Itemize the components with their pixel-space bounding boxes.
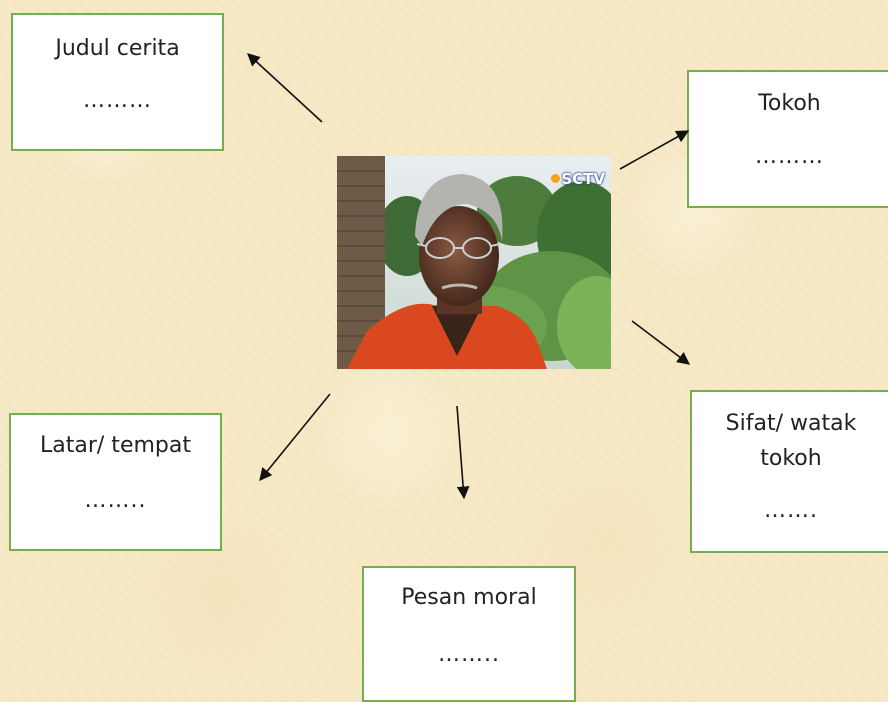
sifat-watak-box: Sifat/ watak tokoh ……. [690, 390, 888, 553]
sifat-watak-label-line2: tokoh [760, 446, 822, 471]
central-photo: SCTV [337, 156, 611, 369]
arrow-to-latar-tempat [259, 393, 331, 481]
tokoh-label: Tokoh [758, 91, 821, 116]
judul-cerita-label: Judul cerita [55, 36, 180, 61]
latar-tempat-blank: …….. [84, 488, 147, 513]
pesan-moral-box: Pesan moral …….. [362, 566, 576, 702]
arrow-to-judul-cerita [247, 53, 323, 123]
pesan-moral-label: Pesan moral [401, 585, 537, 610]
sctv-logo-text: SCTV [561, 170, 605, 188]
old-man-photo [337, 156, 611, 369]
judul-cerita-box: Judul cerita ……… [11, 13, 224, 151]
pesan-moral-blank: …….. [438, 642, 500, 667]
sifat-watak-label: Sifat/ watak tokoh [692, 406, 888, 476]
arrow-to-sifat-watak [631, 320, 691, 365]
sctv-logo: SCTV [551, 170, 605, 188]
judul-cerita-blank: ……… [83, 88, 152, 113]
latar-tempat-box: Latar/ tempat …….. [9, 413, 222, 551]
tokoh-box: Tokoh ……… [687, 70, 888, 208]
sifat-watak-label-line1: Sifat/ watak [725, 411, 857, 436]
arrow-to-pesan-moral [456, 405, 470, 500]
sifat-watak-blank: ……. [764, 498, 818, 523]
arrow-to-tokoh [619, 130, 690, 170]
latar-tempat-label: Latar/ tempat [40, 433, 191, 458]
tokoh-blank: ……… [755, 144, 824, 169]
